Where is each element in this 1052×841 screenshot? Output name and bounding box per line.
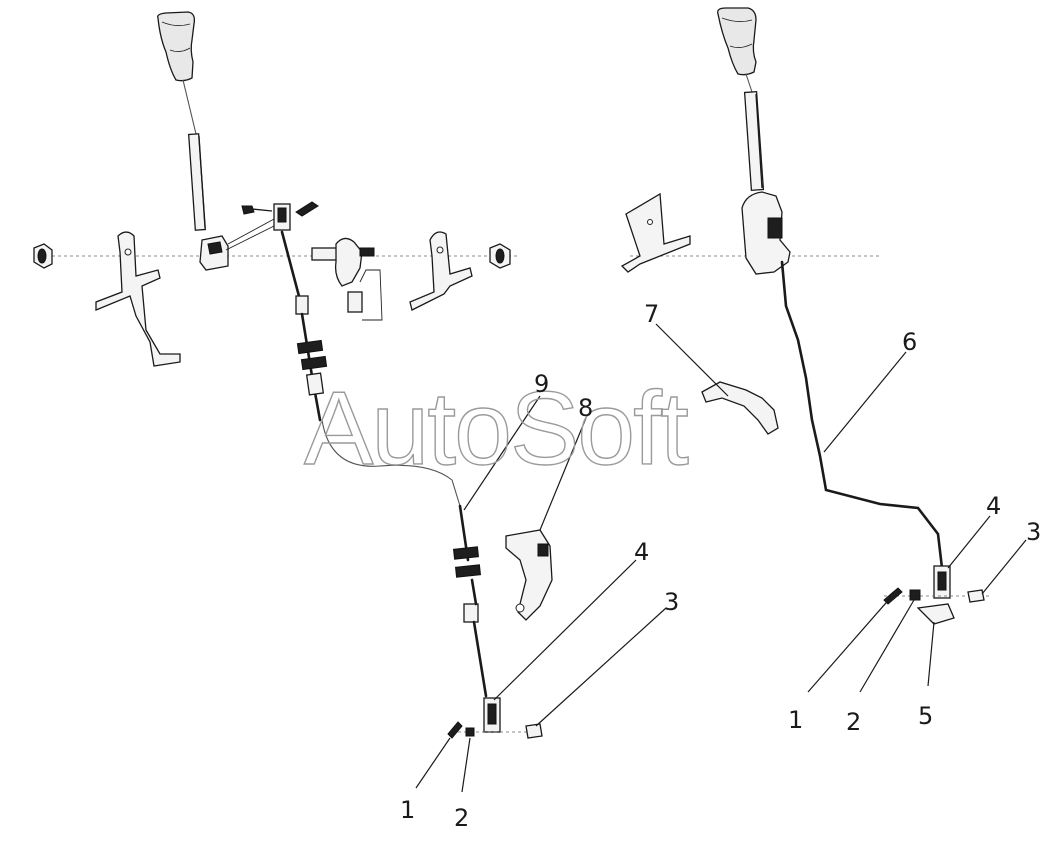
left-lower-pin (447, 721, 463, 739)
right-bracket (409, 231, 473, 311)
left-cable-nut-3 (452, 546, 480, 560)
callout-right-5: 5 (918, 702, 933, 730)
callout-left-1: 1 (400, 796, 415, 824)
left-clevis-bottom-face (487, 703, 497, 725)
leader-left-9 (463, 395, 541, 511)
left-cable-nut-1 (296, 339, 324, 355)
left-clip-top (295, 201, 319, 217)
left-cable-nut-2 (300, 355, 328, 371)
right-cable (780, 260, 944, 570)
left-cable-ferrule (295, 295, 309, 315)
right-end-nut-hole (495, 248, 505, 264)
leader-left-1 (415, 737, 451, 789)
callout-left-2: 2 (454, 804, 469, 832)
left-bushing (347, 291, 363, 313)
leader-right-7 (655, 323, 729, 397)
leader-right-1 (807, 595, 893, 693)
left-cable-sleeve (305, 372, 325, 396)
left-knob-detail (161, 21, 191, 53)
callout-right-6: 6 (902, 328, 917, 356)
left-clevis-top-face (277, 207, 287, 223)
leader-left-8 (539, 417, 587, 531)
callout-left-8: 8 (578, 394, 593, 422)
right-clevis-face (937, 571, 947, 591)
left-pin-top-shaft (251, 208, 273, 212)
callout-left-4: 4 (634, 538, 649, 566)
right-bracket-7 (701, 381, 779, 435)
right-shift-knob (717, 7, 757, 76)
right-knob-detail (721, 17, 753, 49)
left-knob-stem (182, 79, 197, 135)
callout-left-9: 9 (534, 370, 549, 398)
right-upright-plate (620, 192, 691, 273)
left-cable-ferrule-2 (463, 603, 479, 623)
left-link-2 (225, 223, 279, 251)
callouts: 9 8 4 3 1 2 7 6 4 3 1 2 5 (400, 300, 1041, 832)
left-cable-loop (321, 419, 461, 507)
left-pin-top (241, 205, 255, 215)
left-cable-upper (280, 230, 302, 302)
callout-left-3: 3 (664, 588, 679, 616)
right-upright-plate-hole (647, 219, 653, 225)
left-end-nut-hole (37, 248, 47, 264)
callout-right-7: 7 (644, 300, 659, 328)
right-rod-edge (755, 93, 763, 189)
right-lower-bolt (967, 589, 985, 603)
left-lever-arm (334, 237, 363, 287)
right-shift-rod (743, 91, 765, 191)
callout-right-3: 3 (1026, 518, 1041, 546)
left-lower-washer (465, 727, 475, 737)
left-bracket (95, 231, 181, 367)
leader-right-6 (823, 351, 907, 453)
left-shift-knob (157, 11, 196, 82)
leader-lines (415, 323, 1027, 793)
right-lower-washer (909, 589, 921, 601)
leader-left-3 (535, 607, 667, 727)
leader-left-4 (493, 559, 637, 701)
left-cable-end (470, 578, 488, 698)
leader-left-2 (461, 737, 471, 793)
watermark-text: AutoSoft (304, 371, 689, 487)
left-cable-nut-4 (454, 564, 482, 578)
left-assembly (33, 11, 553, 739)
right-lever-housing (741, 191, 791, 275)
leader-right-3 (981, 539, 1027, 595)
callout-right-2: 2 (846, 708, 861, 736)
left-lever-guide (359, 269, 383, 321)
right-assembly (620, 7, 990, 625)
leader-right-4 (947, 515, 991, 569)
left-support-plate-hole (515, 603, 525, 613)
left-lever-end (359, 247, 375, 257)
right-bracket-hole (436, 246, 444, 254)
leader-right-2 (859, 599, 915, 693)
left-rod-edge (198, 135, 206, 229)
left-bracket-hole (124, 248, 132, 256)
left-pivot-block-face (207, 241, 223, 255)
left-link-1 (227, 217, 277, 245)
right-cable-sleeve (811, 419, 821, 453)
right-lever-housing-face (767, 217, 783, 239)
left-support-plate-tab (537, 543, 549, 557)
callout-right-1: 1 (788, 706, 803, 734)
callout-right-4: 4 (986, 492, 1001, 520)
left-lower-bolt (525, 723, 543, 739)
right-knob-stem (745, 73, 753, 93)
left-shift-rod (187, 133, 207, 231)
right-mount-bracket (916, 603, 955, 625)
leader-right-5 (927, 621, 935, 687)
